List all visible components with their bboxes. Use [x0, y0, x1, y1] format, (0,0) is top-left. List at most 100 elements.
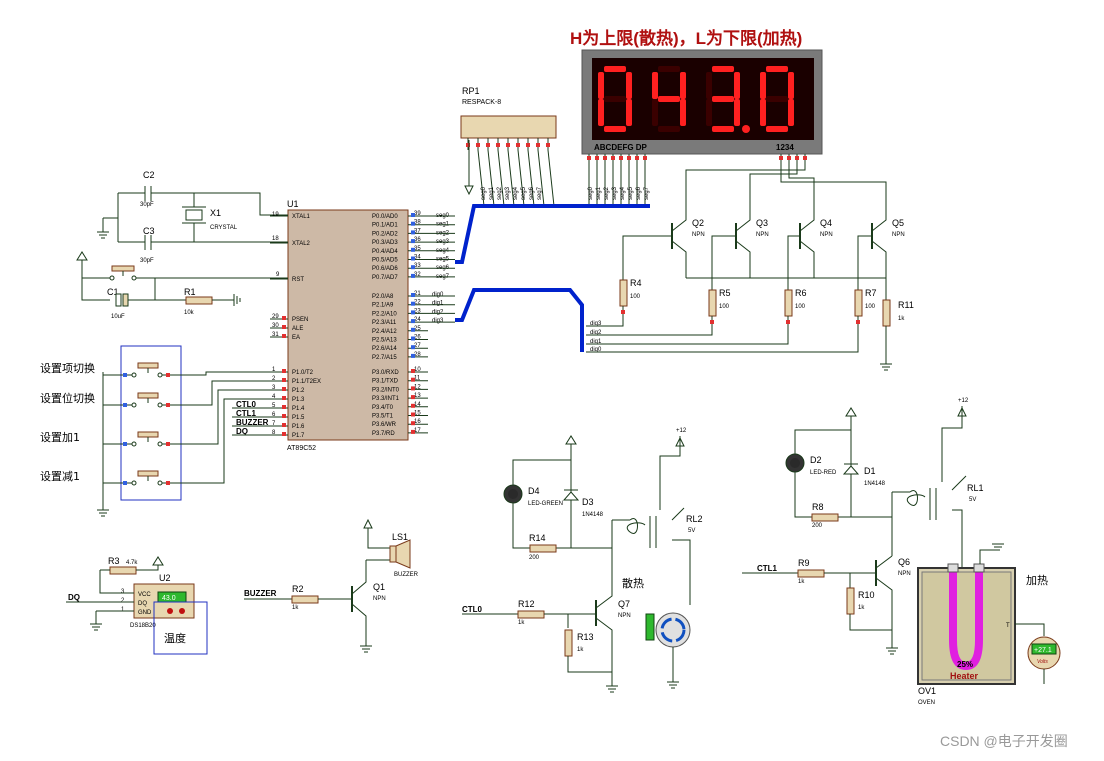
- mcu-pin-num: 13: [414, 393, 421, 399]
- cooling-circuit: D4 LED-GREEN D3 1N4148 R14 200 +12 RL2 5…: [462, 428, 703, 693]
- x1-value: CRYSTAL: [210, 225, 238, 231]
- r3-value: 4.7k: [126, 560, 138, 566]
- c1-ref: C1: [107, 287, 119, 297]
- mcu-pin-name: P3.7/RD: [372, 431, 395, 437]
- u2-pinnum-1: 1: [121, 607, 125, 613]
- segment-label: ABCDEFG DP: [594, 143, 648, 152]
- mcu-pin-name: P2.2/A10: [372, 311, 397, 317]
- u2-pinnum-3: 3: [121, 589, 125, 595]
- d3-ref: D3: [582, 497, 594, 507]
- watermark: CSDN @电子开发圈: [940, 733, 1068, 749]
- mcu-pin-num: 36: [414, 237, 421, 243]
- digit-label: 1234: [776, 143, 794, 152]
- mcu-pin-num: 21: [414, 291, 421, 297]
- mcu-pin-name: PSEN: [292, 317, 308, 323]
- setting-button[interactable]: 设置位切换: [40, 391, 206, 408]
- c1-value: 10uF: [111, 314, 125, 320]
- segment: [706, 99, 712, 126]
- mcu-pin-name: P1.5: [292, 415, 305, 421]
- transistor-ref: Q3: [756, 218, 768, 228]
- dig-bus-label: dig0: [590, 347, 602, 353]
- segment: [604, 66, 626, 72]
- transistor-ref: Q2: [692, 218, 704, 228]
- mcu-pin-num: 26: [414, 335, 421, 341]
- oven-t-pin: T: [1006, 623, 1010, 629]
- resistor-ref: R6: [795, 288, 807, 298]
- reset-circuit: C1 10uF R1 10k 9: [76, 251, 288, 320]
- r13-value: 1k: [577, 647, 584, 653]
- p1-net-label: BUZZER: [236, 418, 269, 427]
- dq-net-label: DQ: [68, 593, 80, 602]
- heating-circuit: D2 LED-RED D1 1N4148 R8 200 +12 RL1 5V C…: [742, 398, 1061, 706]
- segment: [604, 126, 626, 132]
- mcu-pin-name: P2.1/A9: [372, 303, 394, 309]
- seven-segment-display: ABCDEFG DP 1234: [581, 49, 823, 155]
- mcu-pin-name: XTAL2: [292, 241, 311, 247]
- seg-tap-label: seg0: [481, 186, 487, 200]
- d1-ref: D1: [864, 466, 876, 476]
- mcu-pin-name: P3.6/WR: [372, 422, 397, 428]
- title: H为上限(散热)，L为下限(加热): [570, 28, 802, 48]
- transistor-type: NPN: [820, 232, 833, 238]
- oven-percent: 25%: [957, 660, 973, 669]
- display-digit: [598, 66, 632, 132]
- segment: [760, 72, 766, 99]
- ov1-value: OVEN: [918, 700, 935, 706]
- dig-net-label: dig0: [432, 292, 444, 298]
- segment: [760, 99, 766, 126]
- rp1-ref: RP1: [462, 86, 480, 96]
- mcu-pin-name: P0.4/AD4: [372, 249, 398, 255]
- segment: [788, 72, 794, 99]
- display-digit: [652, 66, 686, 132]
- display-digit: [760, 66, 794, 132]
- resistor-value: 100: [795, 304, 806, 310]
- segment: [788, 99, 794, 126]
- ctl1-net-label: CTL1: [757, 564, 778, 573]
- mcu-pin-num: 22: [414, 300, 421, 306]
- mcu-pin-name: P1.3: [292, 397, 305, 403]
- mcu-pin-name: P0.2/AD2: [372, 231, 398, 237]
- mcu-pin-num: 16: [414, 419, 421, 425]
- seg-tap-label: seg5: [628, 186, 634, 200]
- c3-value: 30pF: [140, 258, 154, 264]
- seg-tap-label: seg7: [644, 186, 650, 200]
- setting-button[interactable]: 设置加1: [40, 431, 212, 447]
- display-pins: [587, 154, 807, 206]
- svg-text:9: 9: [276, 272, 280, 278]
- segment: [626, 99, 632, 126]
- mcu-pin-name: P1.1/T2EX: [292, 379, 321, 385]
- segment: [766, 126, 788, 132]
- mcu-pin-name: P2.5/A13: [372, 338, 397, 344]
- ls1-ref: LS1: [392, 532, 408, 542]
- r12-value: 1k: [518, 620, 525, 626]
- segment: [658, 96, 680, 102]
- seg-tap-label: seg3: [505, 186, 511, 200]
- resistor-ref: R7: [865, 288, 877, 298]
- mcu-pin-name: P0.0/AD0: [372, 214, 398, 220]
- r13-ref: R13: [577, 632, 594, 642]
- seg-tap-label: seg7: [537, 186, 543, 200]
- q6-ref: Q6: [898, 557, 910, 567]
- d2-value: LED-RED: [810, 470, 837, 476]
- mcu-pin-name: P0.7/AD7: [372, 275, 398, 281]
- mcu-pin-num: 29: [272, 314, 279, 320]
- mcu-pin-name: P3.1/TXD: [372, 379, 399, 385]
- segment: [658, 66, 680, 72]
- transistor-type: NPN: [692, 232, 705, 238]
- setting-button[interactable]: 设置减1: [40, 470, 218, 486]
- seg-tap-label: seg5: [521, 186, 527, 200]
- p1-net-label: CTL1: [236, 409, 257, 418]
- u2-part: DS18B20: [130, 623, 156, 629]
- segment: [680, 72, 686, 99]
- button-label: 设置加1: [40, 431, 80, 444]
- mcu-pin-name: P1.7: [292, 433, 305, 439]
- dig-net-label: dig1: [432, 301, 444, 307]
- cooling-label: 散热: [622, 576, 644, 590]
- mcu-pin-num: 10: [414, 367, 421, 373]
- setting-button[interactable]: 设置项切换: [40, 361, 200, 378]
- segment: [734, 99, 740, 126]
- mcu-pin-name: P0.1/AD1: [372, 223, 398, 229]
- r11-value: 1k: [898, 316, 905, 322]
- mcu-pin-name: P0.6/AD6: [372, 266, 398, 272]
